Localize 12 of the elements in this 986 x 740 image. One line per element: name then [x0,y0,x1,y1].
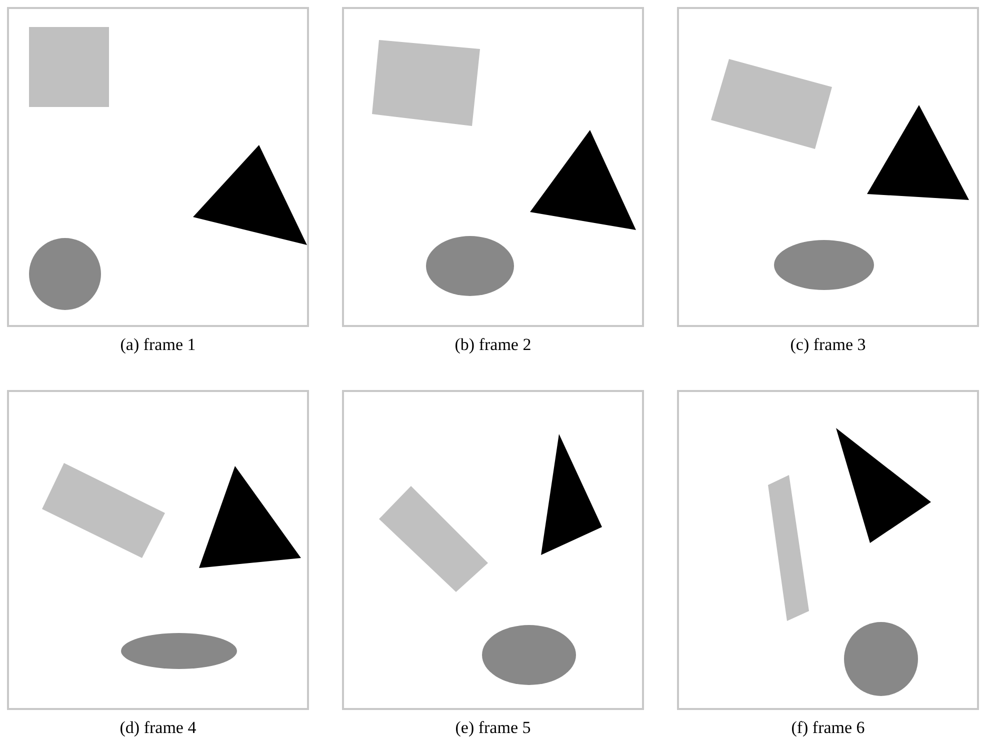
image-frame [342,7,644,327]
figure-caption: (c) frame 3 [790,335,866,355]
figure-caption: (b) frame 2 [454,335,532,355]
image-frame [7,7,309,327]
image-frame [7,390,309,710]
image-frame [677,390,979,710]
figure-caption: (f) frame 6 [791,718,865,738]
figure-caption: (e) frame 5 [455,718,531,738]
image-frame [342,390,644,710]
image-frame [677,7,979,327]
figure-caption: (d) frame 4 [120,718,196,738]
figure-caption: (a) frame 1 [120,335,196,355]
